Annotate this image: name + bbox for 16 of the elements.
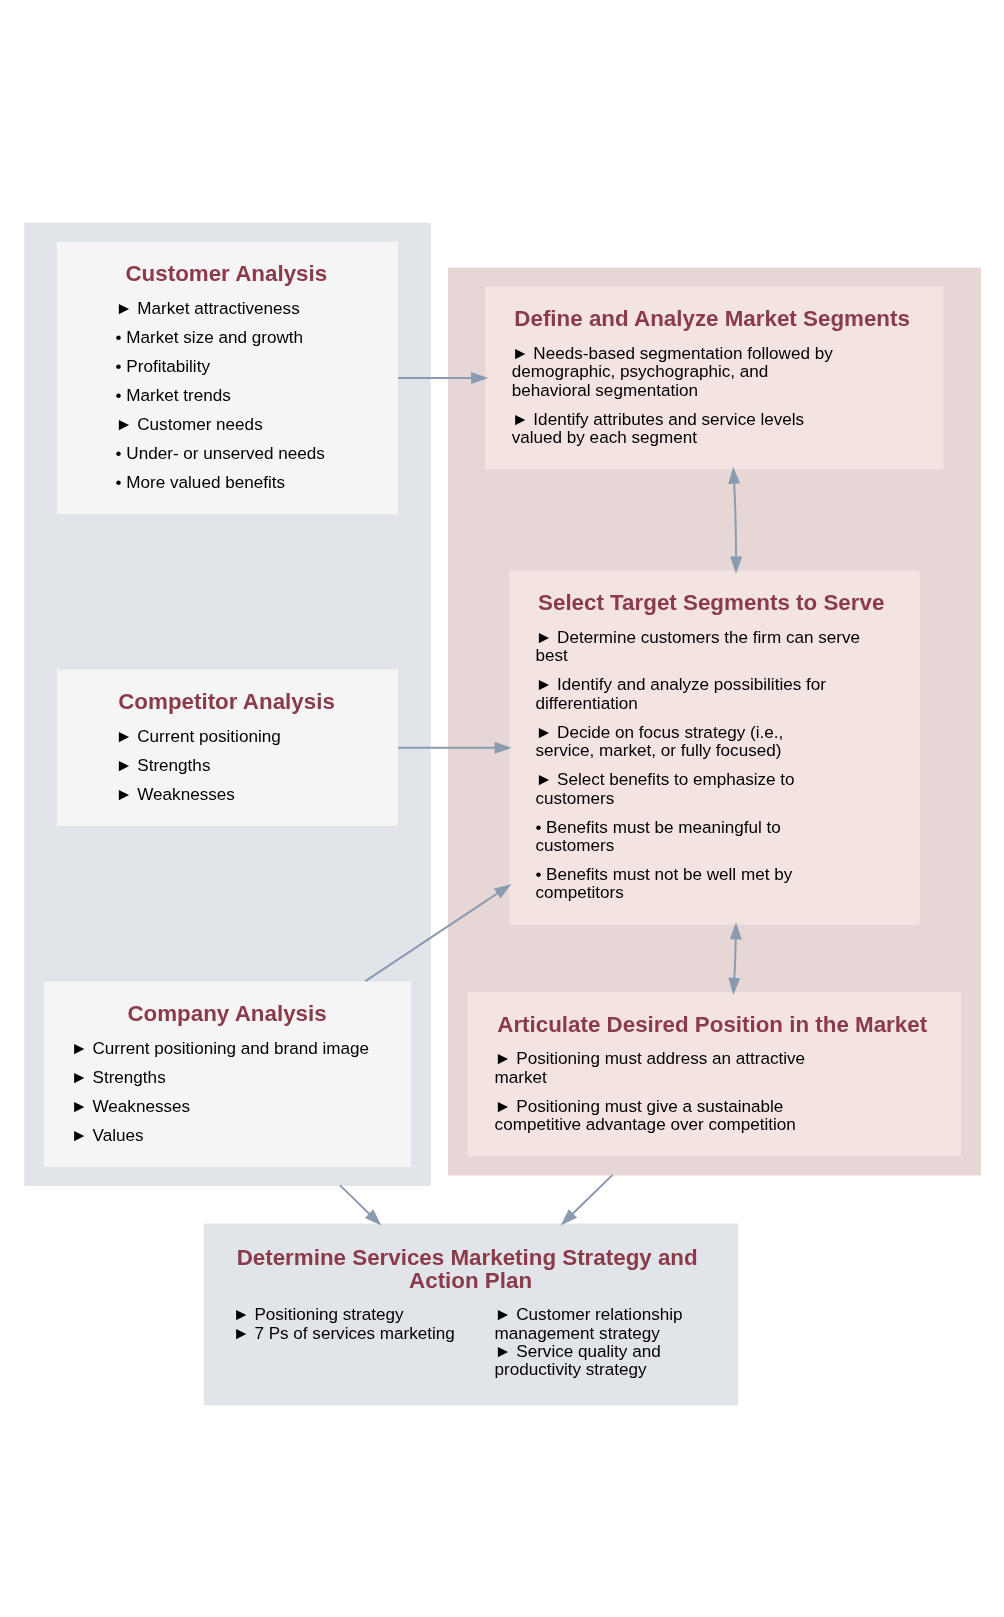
arrow — [727, 921, 742, 995]
arrow — [560, 1173, 614, 1225]
arrow — [363, 883, 511, 982]
node-box: Select Target Segments to Serve ► Determine customers the firm can serve best ► Identify and analyze possibilities for differentiation ► Decide on focus strategy (i.e., service, market, or fully focused) ► Select benefits to emphasize to customers • Benefits must be meaningful to customers • Benefits must not be well met by competitors — [508, 570, 920, 925]
cluster — [23, 222, 431, 1186]
node-box: Articulate Desired Position in the Market ► Positioning must address an attractive market ► Positioning must give a sustainable competitive advantage over competition — [467, 991, 961, 1156]
node-box: Define and Analyze Market Segments ► Needs-based segmentation followed by demographic, psychographic, and behavioral segmentation ► Identify attributes and service levels valued by each segment — [484, 286, 943, 469]
cluster — [447, 266, 981, 1175]
arrow — [727, 466, 742, 574]
node-box: Determine Services Marketing Strategy and Action Plan ► Positioning strategy ► 7 Ps of services marketing ► Customer relationship management strategy ► Service quality and productivity strategy — [203, 1223, 738, 1405]
node-box: Company Analysis ► Current positioning and brand image ► Strengths ► Weaknesses ► Values — [43, 980, 411, 1167]
arrow — [338, 1183, 381, 1226]
arrow — [396, 741, 512, 754]
node-box: Customer Analysis ► Market attractiveness • Market size and growth • Profitability • Market trends ► Customer needs • Under- or unserved needs • More valued benefits — [56, 241, 398, 514]
arrow — [396, 371, 488, 384]
node-box: Competitor Analysis ► Current positioning ► Strengths ► Weaknesses — [56, 669, 398, 826]
